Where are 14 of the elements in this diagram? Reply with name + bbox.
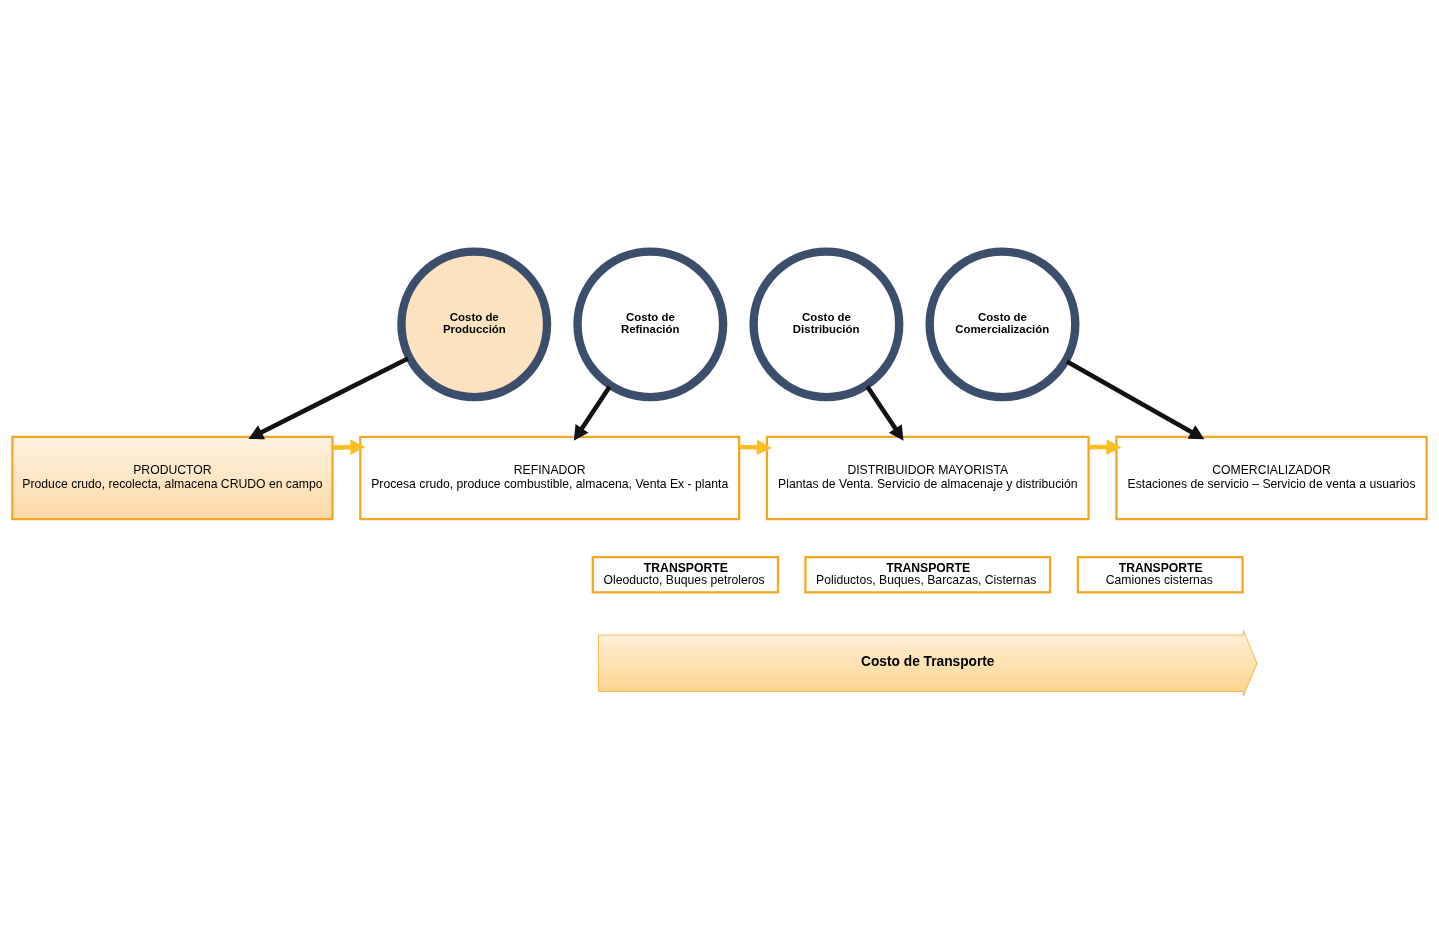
node-box: REFINADOR Procesa crudo, produce combustible, almacena, Venta Ex - planta [359, 435, 741, 521]
arrow [332, 439, 366, 455]
node-box: TRANSPORTE Poliductos, Buques, Barcazas, Cisternas [804, 556, 1052, 594]
arrow [865, 385, 904, 441]
node-box: DISTRIBUIDOR MAYORISTA Plantas de Venta. Servicio de almacenaje y distribución [765, 435, 1090, 521]
node-box: PRODUCTOR Produce crudo, recolecta, almacena CRUDO en campo [11, 435, 334, 521]
arrow [248, 356, 410, 440]
arrow [1065, 359, 1205, 440]
node-box: COMERCIALIZADOR Estaciones de servicio – Servicio de venta a usuarios [1115, 435, 1428, 521]
arrow [1088, 439, 1122, 455]
arrow [739, 439, 772, 456]
node-box: TRANSPORTE Oleoducto, Buques petroleros [591, 556, 780, 594]
arrow [573, 385, 612, 441]
node-box: TRANSPORTE Camiones cisternas [1076, 556, 1244, 594]
